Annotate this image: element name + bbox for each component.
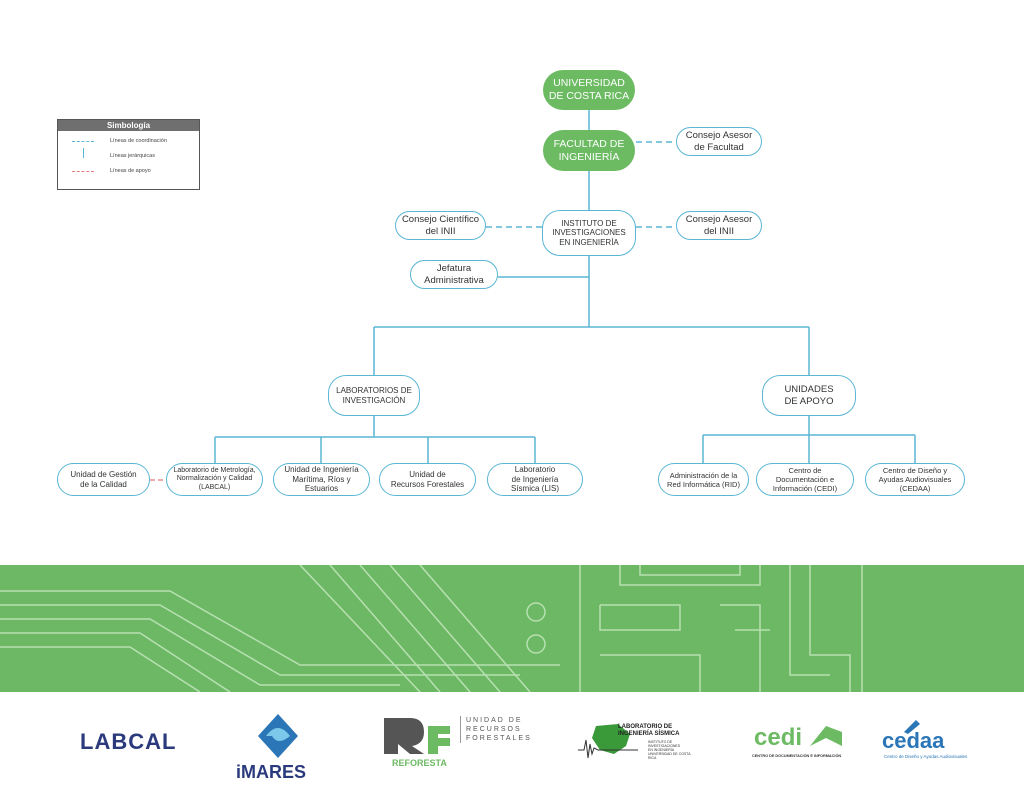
connector-lines: [150, 110, 916, 481]
legend-title: Simbología: [58, 120, 199, 131]
node-labcal: Laboratorio de Metrología, Normalización…: [166, 463, 263, 496]
coordination-line-sample: [72, 141, 94, 142]
cedi-book-icon: [810, 726, 842, 746]
node-universidad: UNIVERSIDAD DE COSTA RICA: [543, 70, 635, 110]
node-inii: INSTITUTO DE INVESTIGACIONES EN INGENIER…: [542, 210, 636, 256]
lis-logo: LABORATORIO DE INGENIERÍA SÍSMICA INSTIT…: [578, 720, 698, 768]
cedi-text: cedi: [754, 724, 803, 751]
hierarchy-line-sample: [83, 148, 84, 158]
cedi-subtitle: CENTRO DE DOCUMENTACIÓN E INFORMACIÓN: [752, 754, 842, 758]
support-line-sample: [72, 171, 94, 172]
reforesta-logo: UNIDAD DE RECURSOS FORESTALES REFORESTA: [380, 714, 530, 774]
node-unidades-apoyo: UNIDADES DE APOYO: [762, 375, 856, 416]
node-jefatura: Jefatura Administrativa: [410, 260, 498, 289]
node-rid: Administración de la Red Informática (RI…: [658, 463, 749, 496]
cedaa-subtitle: Centro de Diseño y Ayudas Audiovisuales: [884, 754, 968, 759]
circuit-pattern: [0, 565, 863, 692]
cedaa-pencil-icon: [904, 720, 920, 734]
lis-subtitle: INSTITUTO DE INVESTIGACIONES EN INGENIER…: [648, 740, 691, 760]
imares-wave-icon: [258, 714, 298, 758]
lis-seismograph-icon: [578, 724, 638, 759]
circuit-banner: [0, 565, 1024, 692]
lis-title: LABORATORIO DE INGENIERÍA SÍSMICA: [618, 724, 680, 737]
node-facultad: FACULTAD DE INGENIERÍA: [543, 130, 635, 171]
logo-strip: LABCAL iMARES UNIDAD DE RECURSOS FORESTA…: [0, 692, 1024, 802]
node-cedaa: Centro de Diseño y Ayudas Audiovisuales …: [865, 463, 965, 496]
legend-support: Líneas de apoyo: [110, 168, 151, 174]
imares-logo: iMARES: [236, 706, 320, 786]
node-laboratorios: LABORATORIOS DE INVESTIGACIÓN: [328, 375, 420, 416]
node-gestion-calidad: Unidad de Gestión de la Calidad: [57, 463, 150, 496]
reforesta-caption: UNIDAD DE RECURSOS FORESTALES: [460, 716, 532, 743]
legend-coordination: Líneas de coordinación: [110, 138, 167, 144]
node-recursos-forestales: Unidad de Recursos Forestales: [379, 463, 476, 496]
reforesta-name: REFORESTA: [392, 758, 447, 768]
imares-text: iMARES: [236, 762, 307, 782]
legend-hierarchy: Líneas jerárquicas: [110, 153, 155, 159]
node-lis: Laboratorio de Ingeniería Sísmica (LIS): [487, 463, 583, 496]
cedaa-logo: cedaa Centro de Diseño y Ayudas Audiovis…: [882, 718, 978, 762]
legend-box: Simbología Líneas de coordinación Líneas…: [57, 119, 200, 190]
node-imares: Unidad de Ingeniería Marítima, Ríos y Es…: [273, 463, 370, 496]
cedaa-text: cedaa: [882, 728, 945, 753]
node-consejo-asesor-inii: Consejo Asesor del INII: [676, 211, 762, 240]
node-consejo-cientifico: Consejo Científico del INII: [395, 211, 486, 240]
cedi-logo: cedi CENTRO DE DOCUMENTACIÓN E INFORMACI…: [752, 724, 848, 764]
node-consejo-asesor-facultad: Consejo Asesor de Facultad: [676, 127, 762, 156]
reforesta-rf-icon: [384, 718, 450, 754]
node-cedi: Centro de Documentación e Información (C…: [756, 463, 854, 496]
labcal-logo: LABCAL: [80, 729, 177, 754]
